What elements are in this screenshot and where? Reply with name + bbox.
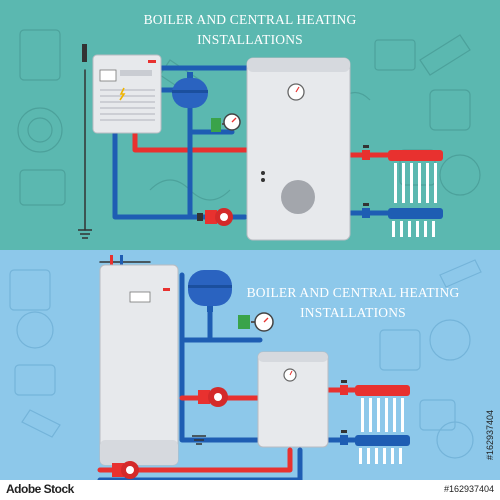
bottom-circulation-pump <box>198 387 228 407</box>
top-background-sketches <box>17 29 481 206</box>
lightning-icon <box>119 87 126 101</box>
bottom-background-sketches <box>9 259 482 459</box>
bottom-expansion-tank <box>188 270 232 312</box>
bottom-title-line1: BOILER AND CENTRAL HEATING <box>247 285 460 300</box>
bottom-valves <box>340 380 348 445</box>
top-antenna <box>82 44 87 62</box>
top-manifold <box>388 150 443 237</box>
stock-id-watermark: #162937404 <box>485 409 495 460</box>
bottom-cold-vertical-pipe <box>179 272 261 443</box>
bottom-gas-boiler <box>99 264 179 466</box>
top-electric-boiler <box>92 54 162 134</box>
top-pressure-gauge <box>211 113 241 132</box>
bottom-panel: BOILER AND CENTRAL HEATING INSTALLATIONS <box>0 250 500 500</box>
bottom-ground-symbol <box>192 435 206 445</box>
bottom-panel-background <box>0 250 500 500</box>
top-panel: BOILER AND CENTRAL HEATING INSTALLATIONS <box>0 0 500 250</box>
stock-logo: Adobe Stock <box>6 482 74 496</box>
top-title-line2: INSTALLATIONS <box>197 32 303 47</box>
top-circulation-pump <box>197 208 233 226</box>
top-title-line1: BOILER AND CENTRAL HEATING <box>144 12 357 27</box>
top-valves <box>362 145 370 218</box>
bottom-manifold <box>355 385 410 464</box>
bottom-floor-pump <box>112 461 139 479</box>
bottom-floor-hot-pipe <box>97 447 293 473</box>
top-hot-supply-pipe <box>132 129 253 153</box>
bottom-pressure-gauge <box>238 312 274 332</box>
stock-image-id: #162937404 <box>443 484 494 494</box>
top-expansion-tank <box>172 72 208 108</box>
bottom-flue-marker-red <box>110 255 113 265</box>
top-storage-tank <box>246 57 351 241</box>
bottom-storage-tank <box>257 351 329 448</box>
top-ground-symbol <box>78 229 92 239</box>
stock-footer: Adobe Stock #162937404 <box>0 480 500 500</box>
bottom-flue-marker-blue <box>120 255 123 265</box>
bottom-title-line2: INSTALLATIONS <box>300 305 406 320</box>
